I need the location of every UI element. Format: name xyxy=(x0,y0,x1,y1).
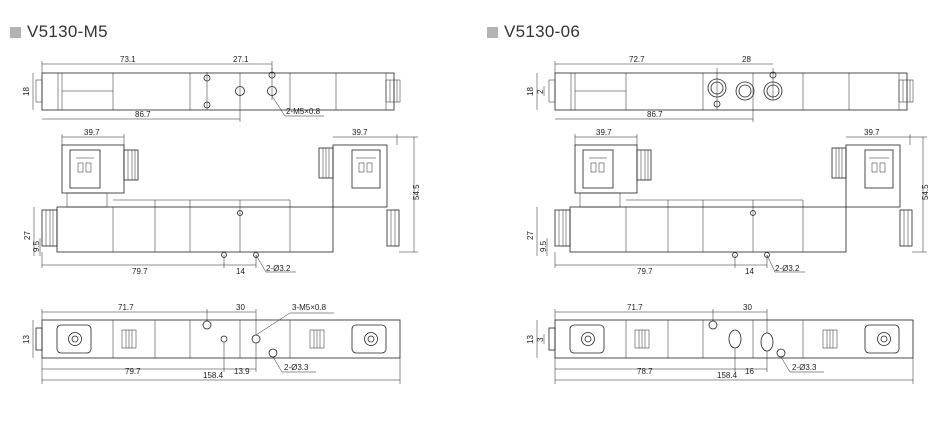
panel-title: V5130-06 xyxy=(487,22,580,42)
dim-top-mid: 28 xyxy=(742,55,751,64)
drawing-v5130-06: 72.7 28 18 2 86.7 xyxy=(526,55,930,384)
dim-front-left: 39.7 xyxy=(596,128,612,137)
dim-front-body-height: 27 xyxy=(23,231,32,240)
dim-front-bottom: 79.7 xyxy=(637,267,653,276)
hole-label-front: 2-Ø3.2 xyxy=(266,264,291,273)
dim-front-right: 39.7 xyxy=(864,128,880,137)
dim-bottom-left: 71.7 xyxy=(118,303,134,312)
title-bullet-icon xyxy=(487,26,498,38)
dim-front-right: 39.7 xyxy=(352,128,368,137)
dim-front-low-height: 9.5 xyxy=(32,240,41,252)
dim-front-small: 14 xyxy=(745,267,754,276)
dim-bottom-total: 158.4 xyxy=(717,371,738,380)
dim-bottom-a: 79.7 xyxy=(125,367,141,376)
front-view: 39.7 39.7 54.5 27 9.5 79.7 14 2-Ø3.2 xyxy=(23,128,421,276)
dim-bottom-b: 16 xyxy=(745,367,754,376)
dim-bottom-total: 158.4 xyxy=(203,371,224,380)
bottom-view: 71.7 30 3-M5×0.8 13 79.7 13.9 158.4 2-Ø3… xyxy=(22,303,401,384)
model-title: V5130-06 xyxy=(504,22,581,41)
dim-bottom-a: 78.7 xyxy=(637,367,653,376)
panel-title: V5130-M5 xyxy=(10,22,108,42)
model-title: V5130-M5 xyxy=(27,22,108,41)
dim-top-left: 73.1 xyxy=(120,55,136,64)
dim-front-left: 39.7 xyxy=(84,128,100,137)
top-view: 73.1 27.1 18 86.7 2-M5×0.8 xyxy=(22,55,401,122)
dim-bottom-height: 13 xyxy=(526,335,535,344)
dim-top-height: 18 xyxy=(22,87,31,96)
dim-bottom-left: 71.7 xyxy=(627,303,643,312)
dim-front-low-height: 9.5 xyxy=(539,240,548,252)
dim-bottom-b: 13.9 xyxy=(234,367,250,376)
dim-bottom-height2: 3 xyxy=(536,337,545,342)
port-label-top: 2-M5×0.8 xyxy=(286,107,321,116)
title-bullet-icon xyxy=(10,26,21,38)
dim-top-mid: 27.1 xyxy=(233,55,249,64)
dim-top-bottom: 86.7 xyxy=(647,110,663,119)
port-label-bottom: 3-M5×0.8 xyxy=(292,303,327,312)
dim-top-height: 18 xyxy=(526,87,535,96)
panel-v5130-m5: V5130-M5 73.1 xyxy=(0,0,470,425)
dim-front-bottom: 79.7 xyxy=(132,267,148,276)
dim-bottom-mid: 30 xyxy=(236,303,245,312)
dim-front-body-height: 27 xyxy=(526,231,535,240)
dim-front-total-height: 54.5 xyxy=(921,184,930,200)
dim-top-left: 72.7 xyxy=(629,55,645,64)
drawing-v5130-m5: 73.1 27.1 18 86.7 2-M5×0.8 xyxy=(22,55,421,384)
hole-label-bottom: 2-Ø3.3 xyxy=(792,363,817,372)
hole-label-front: 2-Ø3.2 xyxy=(775,264,800,273)
top-view: 72.7 28 18 2 86.7 xyxy=(526,55,914,122)
dim-bottom-height: 13 xyxy=(22,335,31,344)
bottom-view: 71.7 30 13 3 78.7 16 158.4 2-Ø3.3 xyxy=(526,303,914,384)
hole-label-bottom: 2-Ø3.3 xyxy=(284,363,309,372)
panel-v5130-06: V5130-06 72.7 xyxy=(477,0,947,425)
dim-front-small: 14 xyxy=(236,267,245,276)
dim-front-total-height: 54.5 xyxy=(412,184,421,200)
dim-bottom-mid: 30 xyxy=(743,303,752,312)
dim-top-bottom: 86.7 xyxy=(135,110,151,119)
dim-top-height2: 2 xyxy=(536,89,545,94)
front-view: 39.7 39.7 54.5 27 9.5 79.7 14 2-Ø3.2 xyxy=(526,128,930,276)
